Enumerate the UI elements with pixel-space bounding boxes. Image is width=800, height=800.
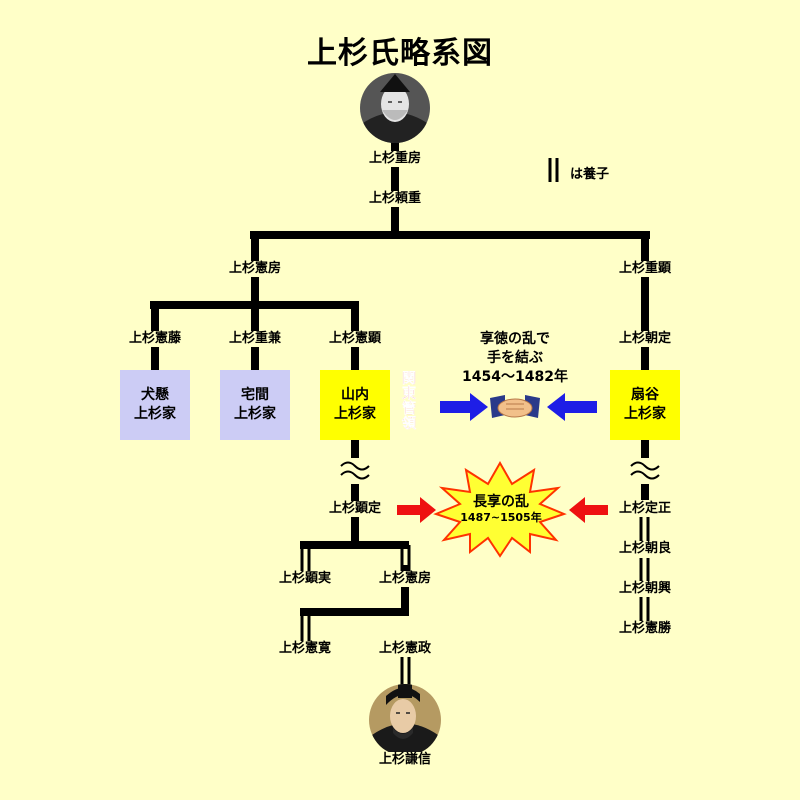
house-ougigayatsu-suffix: 上杉家 — [624, 406, 666, 422]
person-shigekane: 上杉重兼 — [222, 331, 288, 347]
house-takuma: 宅間 上杉家 — [220, 370, 290, 440]
adoption-lines — [300, 158, 650, 685]
person-norikatsu: 上杉憲勝 — [612, 621, 678, 637]
war-years: 1487~1505年 — [460, 511, 542, 524]
arrow-left-blue — [547, 393, 597, 421]
person-akisada: 上杉顕定 — [322, 501, 388, 517]
person-tomoyoshi: 上杉朝良 — [612, 541, 678, 557]
person-shigefusa: 上杉重房 — [362, 151, 428, 167]
person-akizane: 上杉顕実 — [272, 571, 338, 587]
person-noriaki: 上杉憲顕 — [322, 331, 388, 347]
house-inukake-name: 犬懸 — [141, 387, 169, 403]
person-norihiro: 上杉憲寛 — [272, 641, 338, 657]
person-yorishige: 上杉頼重 — [362, 191, 428, 207]
kanto-kanrei-label: 関 東 管 領 — [400, 371, 418, 432]
alliance-line-1: 享徳の乱で — [480, 331, 550, 347]
house-yamanouchi: 山内 上杉家 — [320, 370, 390, 440]
war-label: 長享の乱 1487~1505年 — [446, 494, 556, 525]
kanrei-char-4: 領 — [402, 416, 416, 432]
arrow-right-red — [397, 497, 436, 523]
portrait-shigefusa — [360, 73, 430, 143]
house-takuma-name: 宅間 — [241, 387, 269, 403]
arrow-right-blue — [440, 393, 488, 421]
tilde-separators — [340, 461, 660, 480]
arrow-left-red — [569, 497, 608, 523]
house-yamanouchi-name: 山内 — [341, 387, 369, 403]
person-shigeaki: 上杉重顕 — [612, 261, 678, 277]
house-ougigayatsu-name: 扇谷 — [631, 387, 659, 403]
person-tomooki: 上杉朝興 — [612, 581, 678, 597]
person-norimasa: 上杉憲政 — [372, 641, 438, 657]
portrait-kenshin — [369, 684, 441, 756]
war-burst-shape — [433, 460, 567, 558]
house-ougigayatsu: 扇谷 上杉家 — [610, 370, 680, 440]
person-sadamasa: 上杉定正 — [612, 501, 678, 517]
war-name: 長享の乱 — [473, 494, 529, 510]
person-tomosada: 上杉朝定 — [612, 331, 678, 347]
alliance-note: 享徳の乱で 手を結ぶ 1454～1482年 — [440, 330, 590, 387]
house-yamanouchi-suffix: 上杉家 — [334, 406, 376, 422]
kanrei-char-1: 関 — [402, 371, 416, 387]
house-takuma-suffix: 上杉家 — [234, 406, 276, 422]
house-inukake-suffix: 上杉家 — [134, 406, 176, 422]
person-kenshin: 上杉謙信 — [372, 752, 438, 768]
person-norifusa: 上杉憲房 — [222, 261, 288, 277]
alliance-line-2: 手を結ぶ — [487, 350, 543, 366]
person-norifuji: 上杉憲藤 — [122, 331, 188, 347]
page-title: 上杉氏略系図 — [307, 36, 493, 71]
person-norifusa-2: 上杉憲房 — [372, 571, 438, 587]
kanrei-char-2: 東 — [402, 386, 416, 402]
alliance-years: 1454～1482年 — [462, 369, 568, 385]
kanrei-char-3: 管 — [402, 401, 416, 417]
handshake-icon — [490, 395, 540, 418]
house-inukake: 犬懸 上杉家 — [120, 370, 190, 440]
legend-adoption: は養子 — [570, 167, 610, 182]
